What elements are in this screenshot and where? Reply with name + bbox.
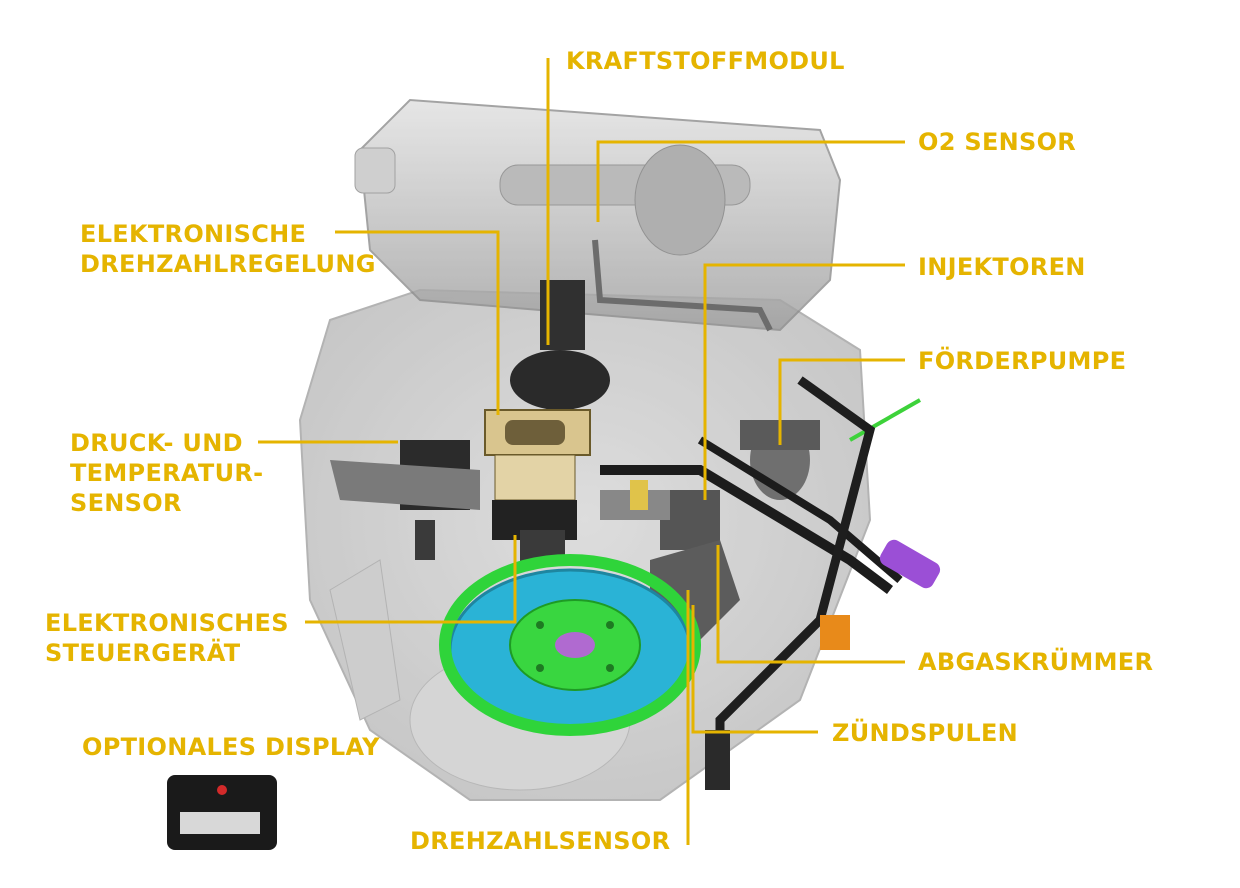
throttle-body-component: [484, 409, 591, 501]
label-elektronische-drehzahlregelung: ELEKTRONISCHE DREHZAHLREGELUNG: [80, 220, 376, 278]
callout-lines: [258, 58, 905, 845]
injectors-component: [600, 480, 720, 550]
leader-injektoren: [703, 263, 905, 500]
label-elektronisches-steuergeraet: ELEKTRONISCHES STEUERGERÄT: [45, 609, 289, 667]
label-kraftstoffmodul: KRAFTSTOFFMODUL: [566, 47, 845, 75]
label-drehzahlsensor: DREHZAHLSENSOR: [410, 827, 671, 855]
label-injektoren: INJEKTOREN: [918, 253, 1086, 281]
display-device: [167, 775, 277, 850]
leader-drehzahlregelung: [335, 230, 500, 415]
muffler-ghost: [354, 98, 842, 332]
label-zuendspulen: ZÜNDSPULEN: [832, 719, 1019, 747]
leader-o2-sensor: [596, 140, 905, 222]
label-o2-sensor: O2 SENSOR: [918, 128, 1077, 156]
leader-steuergeraet: [305, 535, 517, 624]
label-abgaskruemmer: ABGASKRÜMMER: [918, 648, 1154, 676]
label-druck-temperatur-sensor: DRUCK- UND TEMPERATUR- SENSOR: [70, 429, 264, 517]
leader-abgaskruemmer: [716, 545, 905, 664]
leader-foerderpumpe: [778, 358, 905, 445]
label-foerderpumpe: FÖRDERPUMPE: [918, 347, 1127, 375]
label-optionales-display: OPTIONALES DISPLAY: [82, 733, 380, 761]
leader-zuendspulen: [691, 605, 818, 734]
ecu-component: [492, 500, 577, 565]
flywheel-component: [439, 554, 701, 736]
fuel-lines: [600, 398, 941, 594]
pressure-temp-sensor-component: [330, 440, 480, 560]
